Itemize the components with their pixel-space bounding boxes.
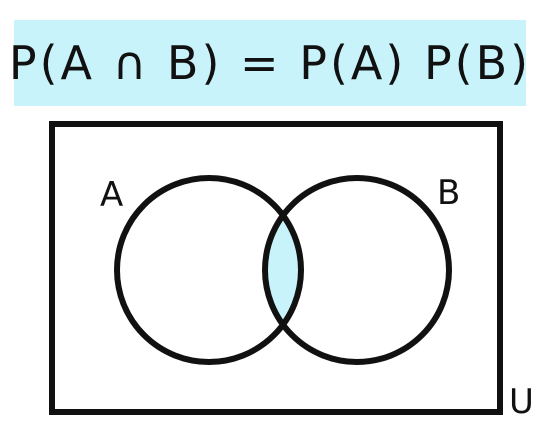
set-a-circle bbox=[114, 175, 304, 365]
universe-label: U bbox=[509, 382, 534, 422]
formula-text: P(A ∩ B) = P(A) P(B) bbox=[8, 36, 532, 90]
set-a-label: A bbox=[100, 175, 123, 215]
universe-rectangle bbox=[49, 121, 503, 415]
formula-banner: P(A ∩ B) = P(A) P(B) bbox=[8, 20, 532, 106]
set-b-circle bbox=[262, 175, 452, 365]
set-b-label: B bbox=[437, 173, 460, 213]
